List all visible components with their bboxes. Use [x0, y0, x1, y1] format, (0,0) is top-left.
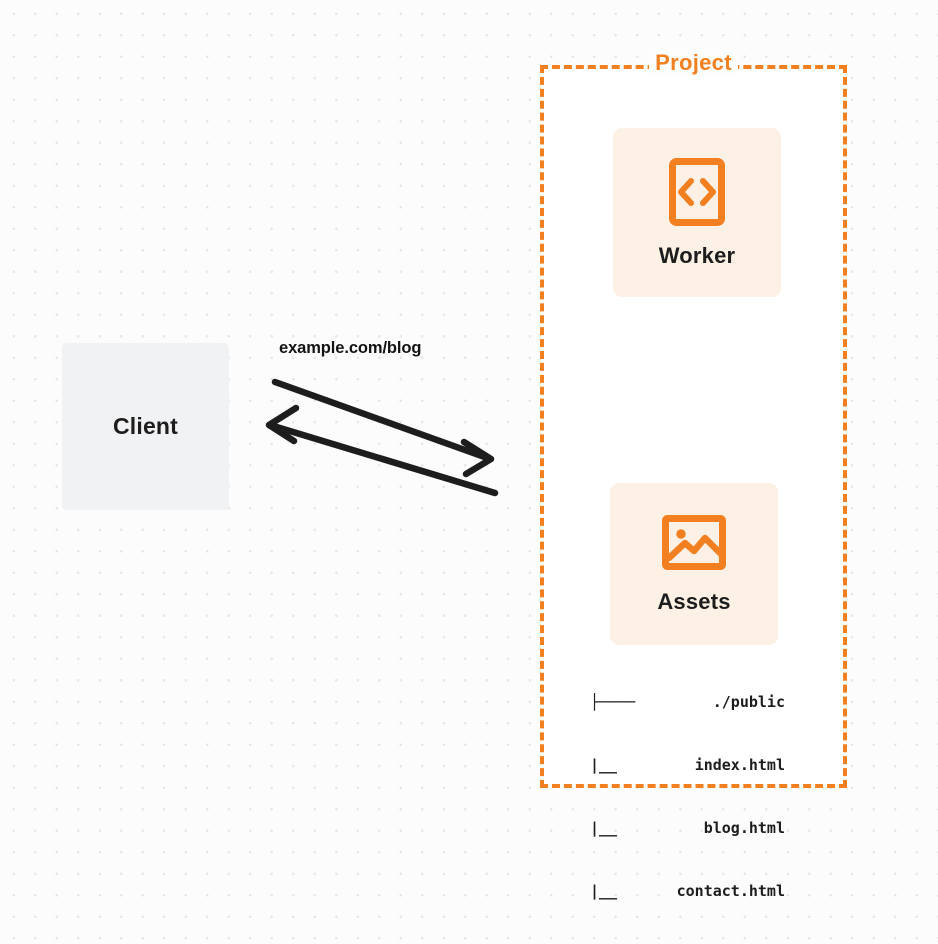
- assets-node[interactable]: Assets: [610, 483, 778, 645]
- connection-arrows: [265, 378, 499, 497]
- assets-node-label: Assets: [657, 588, 731, 614]
- code-brackets-icon: [669, 157, 725, 226]
- file-tree-row: |__ contact.html: [560, 881, 785, 902]
- tree-node-name: contact.html: [676, 882, 785, 900]
- request-arrow-to-project: [271, 378, 495, 478]
- assets-file-tree: ├──── ./public |__ index.html |__ blog.h…: [560, 650, 785, 944]
- file-tree-row: ├──── ./public: [560, 692, 785, 713]
- file-tree-row: |__ index.html: [560, 755, 785, 776]
- worker-node[interactable]: Worker: [613, 128, 781, 297]
- tree-branch-glyph: |__: [590, 819, 618, 837]
- client-node[interactable]: Client: [62, 343, 229, 510]
- client-node-label: Client: [112, 413, 179, 439]
- connection-label: example.com/blog: [279, 339, 422, 357]
- tree-node-name: index.html: [694, 756, 785, 774]
- tree-branch-glyph: |__: [590, 882, 618, 900]
- image-icon: [662, 514, 726, 570]
- project-title: Project: [540, 50, 847, 76]
- response-arrow-to-client: [265, 404, 499, 497]
- tree-node-name: blog.html: [703, 819, 785, 837]
- tree-branch-glyph: ├────: [590, 693, 636, 711]
- tree-branch-glyph: |__: [590, 756, 618, 774]
- worker-node-label: Worker: [658, 242, 736, 268]
- tree-node-name: ./public: [712, 693, 785, 711]
- diagram-canvas: Client example.com/blog Project Worker: [62, 50, 847, 900]
- project-title-text: Project: [649, 50, 738, 75]
- file-tree-row: |__ blog.html: [560, 818, 785, 839]
